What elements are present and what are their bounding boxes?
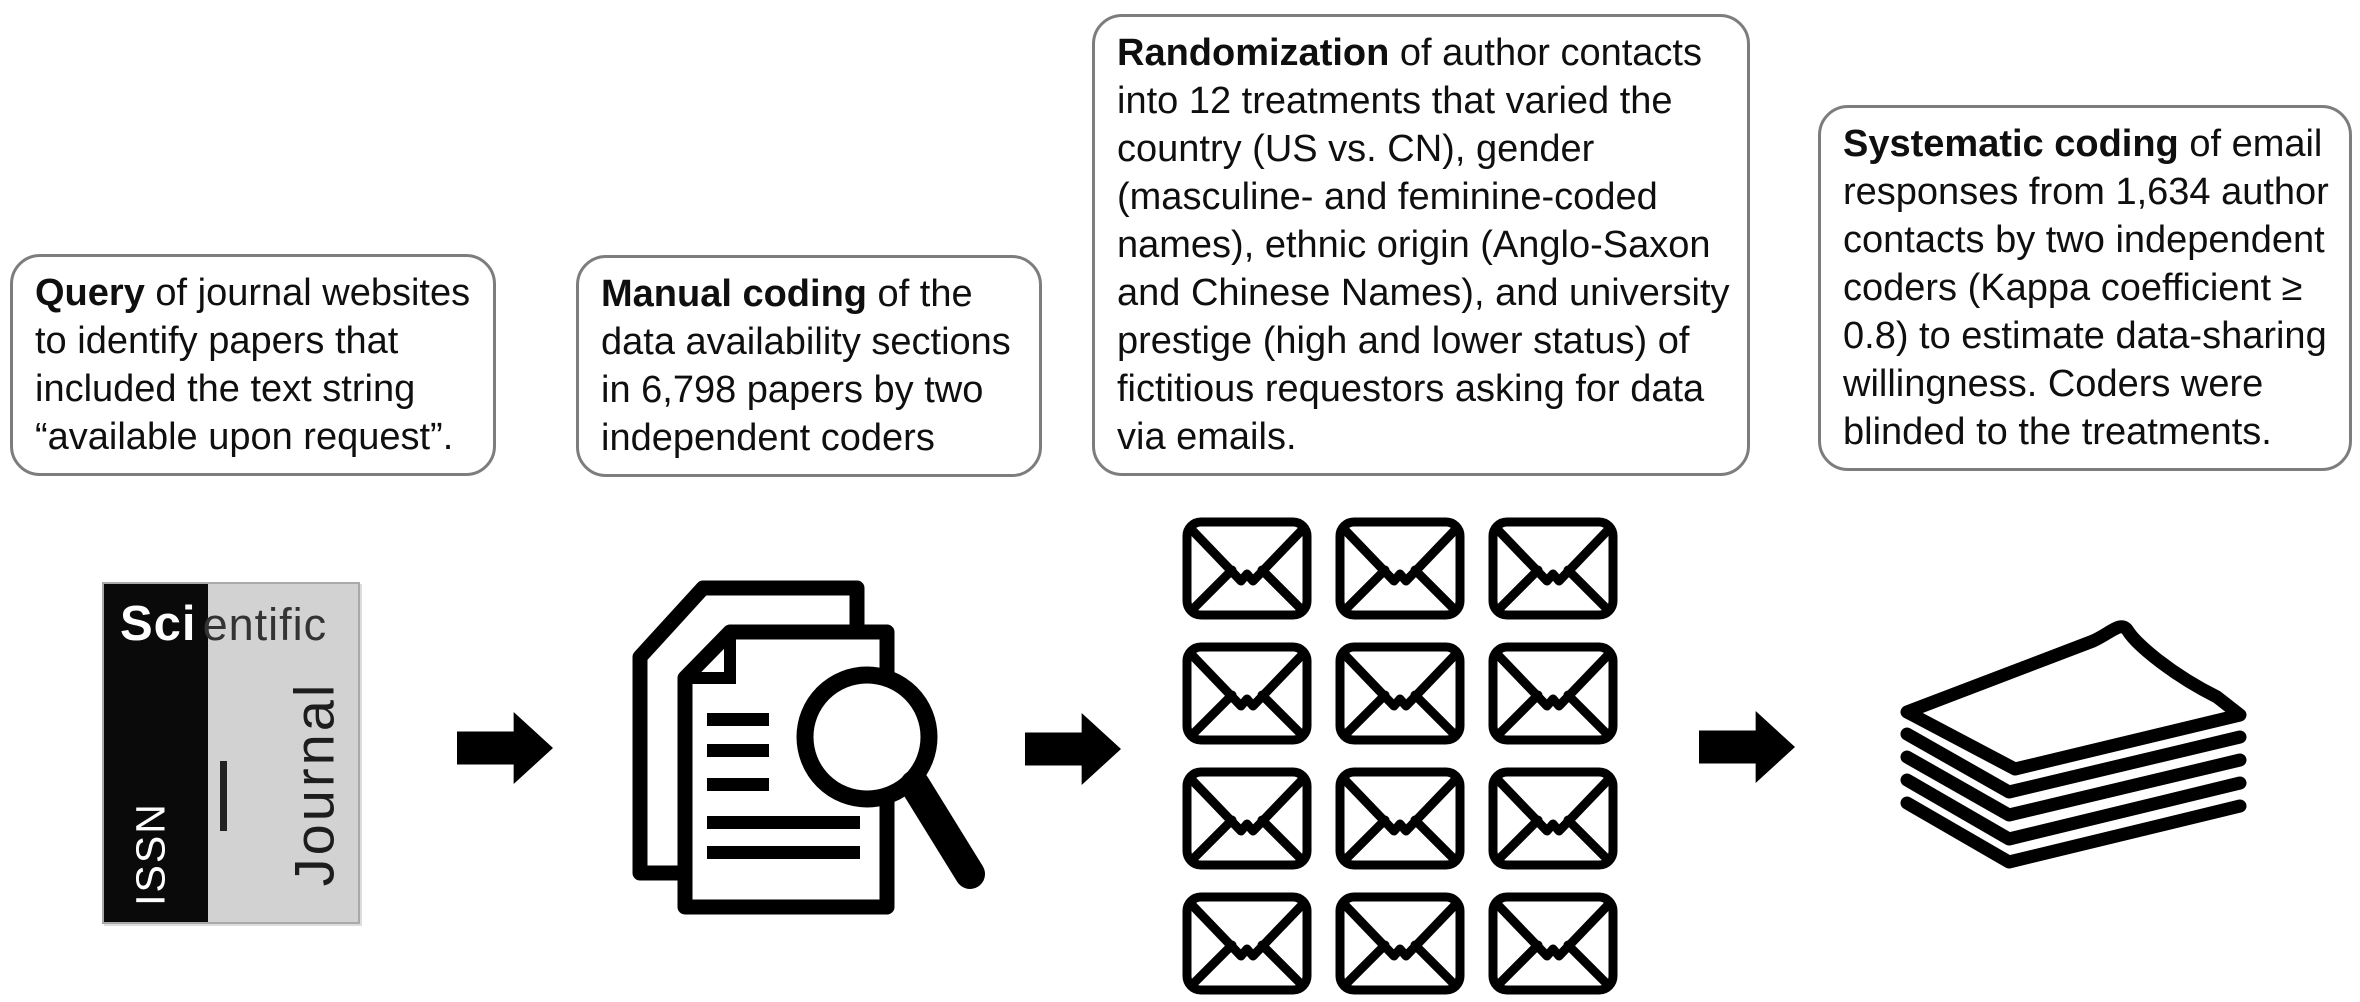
- step-text-line: to identify papers that: [35, 320, 399, 362]
- envelope-icon: [1335, 517, 1465, 620]
- step-text-line: data availability sections: [601, 321, 1011, 363]
- step-text-line: in 6,798 papers by two: [601, 369, 984, 411]
- envelope-icon: [1488, 642, 1618, 745]
- step-text-line: Systematic coding of email: [1843, 123, 2323, 165]
- arrow-right-icon: [1699, 711, 1795, 783]
- envelope-icon: [1335, 892, 1465, 995]
- journal-cover-dash: [220, 761, 227, 831]
- step-text-line: included the text string: [35, 368, 416, 410]
- step-4-systematic-coding-box: Systematic coding of email responses from…: [1818, 105, 2352, 471]
- envelope-icon: [1488, 892, 1618, 995]
- step-text-line: blinded to the treatments.: [1843, 411, 2272, 453]
- arrow-right-icon: [1025, 713, 1121, 785]
- envelope-icon: [1335, 767, 1465, 870]
- step-3-randomization-box: Randomization of author contacts into 12 …: [1092, 14, 1750, 476]
- journal-side-title: Journal: [282, 681, 346, 887]
- envelope-grid-icon: [1182, 517, 1618, 995]
- step-text-line: Manual coding of the: [601, 273, 973, 315]
- step-text-line: coders (Kappa coefficient ≥: [1843, 267, 2303, 309]
- step-text-line: Query of journal websites: [35, 272, 471, 314]
- envelope-icon: [1182, 892, 1312, 995]
- step-text-line: (masculine- and feminine-coded: [1117, 176, 1658, 218]
- journal-masthead-bold: Sci: [120, 597, 197, 651]
- envelope-icon: [1488, 517, 1618, 620]
- step-lead-text: Manual coding: [601, 273, 867, 315]
- step-text-line: responses from 1,634 author: [1843, 171, 2329, 213]
- step-text-line: via emails.: [1117, 416, 1297, 458]
- step-text-line: 0.8) to estimate data-sharing: [1843, 315, 2327, 357]
- envelope-icon: [1182, 642, 1312, 745]
- envelope-icon: [1335, 642, 1465, 745]
- step-text-line: Randomization of author contacts: [1117, 32, 1702, 74]
- arrow-right-icon: [457, 712, 553, 784]
- step-1-query-box: Query of journal websites to identify pap…: [10, 254, 496, 476]
- journal-cover-black-panel: [104, 584, 208, 922]
- envelope-icon: [1182, 517, 1312, 620]
- journal-masthead-rest: entific: [202, 599, 328, 650]
- step-text-line: into 12 treatments that varied the: [1117, 80, 1673, 122]
- step-text-line: contacts by two independent: [1843, 219, 2325, 261]
- journal-issn-label: ISSN: [127, 802, 174, 906]
- step-lead-text: Randomization: [1117, 32, 1390, 74]
- documents-magnifier-icon: [620, 572, 1010, 917]
- step-text-line: willingness. Coders were: [1843, 363, 2264, 405]
- paper-stack-svg: [1900, 620, 2247, 869]
- step-text-line: country (US vs. CN), gender: [1117, 128, 1595, 170]
- step-2-manual-coding-box: Manual coding of the data availability se…: [576, 255, 1042, 477]
- step-text-line: independent coders: [601, 417, 935, 459]
- paper-stack-icon: [1893, 616, 2253, 876]
- step-text-line: names), ethnic origin (Anglo-Saxon: [1117, 224, 1711, 266]
- step-text-line: fictitious requestors asking for data: [1117, 368, 1705, 410]
- step-text-line: prestige (high and lower status) of: [1117, 320, 1690, 362]
- documents-magnifier-svg: [632, 580, 985, 915]
- envelope-icon: [1182, 767, 1312, 870]
- step-text-line: “available upon request”.: [35, 416, 454, 458]
- step-text-line: and Chinese Names), and university: [1117, 272, 1730, 314]
- step-lead-text: Query: [35, 272, 145, 314]
- step-lead-text: Systematic coding: [1843, 123, 2179, 165]
- envelope-icon: [1488, 767, 1618, 870]
